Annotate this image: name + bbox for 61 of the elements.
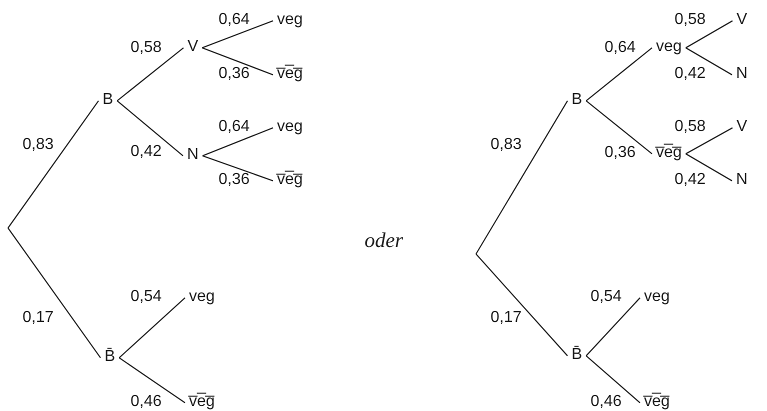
outcome-label: v̅e̅g̅ [277,171,303,189]
outcome-label: v̅e̅g̅ [277,65,303,83]
branch-line [118,297,186,358]
probability-label: 0,36 [218,65,251,83]
outcome-label: N [736,171,748,189]
branch-line [116,100,184,156]
probability-label: 0,46 [130,393,163,411]
branch-line [586,47,652,102]
probability-label: 0,54 [590,288,623,306]
branch-line [686,153,732,182]
branch-line [686,20,733,48]
outcome-label: v̅e̅g̅ [656,144,682,162]
branch-line [586,297,640,356]
branch-line [586,355,640,404]
probability-label: 0,64 [604,39,637,57]
branch-line [686,127,733,154]
outcome-label: B̄ [572,346,582,364]
outcome-label: V [736,118,748,136]
probability-label: 0,36 [218,171,251,189]
probability-label: 0,42 [674,171,707,189]
outcome-label: N [736,65,748,83]
branch-line [476,254,568,356]
outcome-label: N [187,146,199,164]
branch-line [8,100,99,228]
outcome-label: B̄ [104,348,116,366]
branch-line [8,228,101,358]
probability-label: 0,17 [490,309,523,327]
branch-line [116,47,184,102]
outcome-label: v̅e̅g̅ [189,393,215,411]
probability-label: 0,64 [218,118,251,136]
branch-line [586,100,652,154]
outcome-label: veg [644,288,670,306]
outcome-label: B [572,91,582,109]
outcome-label: B [102,91,114,109]
probability-label: 0,36 [604,144,637,162]
connector-word: oder [364,228,403,252]
outcome-label: veg [277,118,303,136]
branch-line [202,20,274,48]
branch-line [202,127,274,156]
probability-label: 0,83 [490,136,523,154]
branch-line [686,47,732,76]
outcome-label: V [188,38,198,56]
probability-label: 0,58 [674,118,707,136]
outcome-label: V [736,11,748,29]
outcome-label: veg [189,288,215,306]
branch-line [118,357,186,404]
outcome-label: veg [277,11,303,29]
probability-label: 0,58 [130,39,163,57]
branch-line [202,47,274,76]
outcome-label: veg [656,38,682,56]
probability-label: 0,42 [674,65,707,83]
outcome-label: v̅e̅g̅ [644,393,670,411]
probability-label: 0,54 [130,288,163,306]
branch-line [475,100,568,254]
probability-label: 0,58 [674,11,707,29]
probability-label: 0,46 [590,393,623,411]
branch-line [202,155,274,182]
probability-label: 0,83 [22,136,55,154]
probability-label: 0,64 [218,11,251,29]
probability-label: 0,17 [22,309,55,327]
probability-label: 0,42 [130,143,163,161]
